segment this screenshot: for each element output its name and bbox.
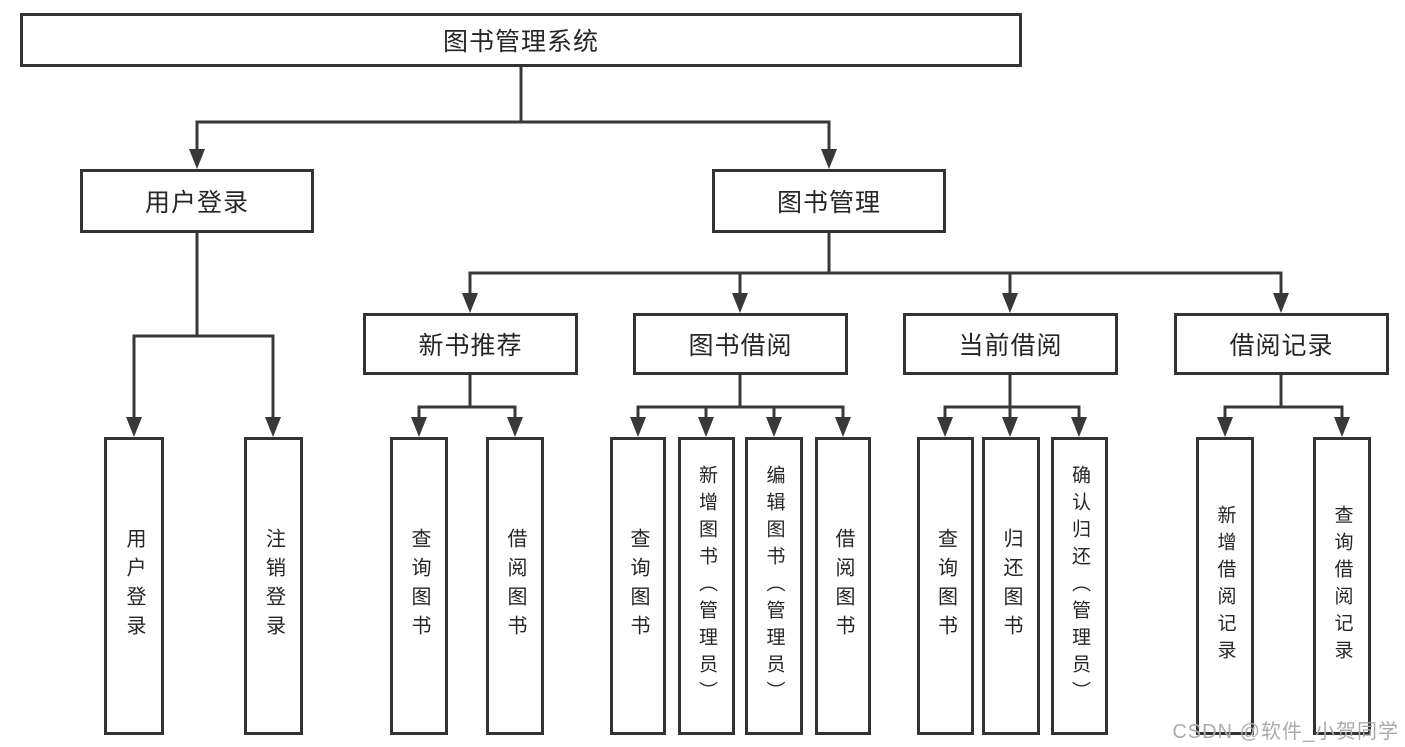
node-book-borrowing-label: 图书借阅 (688, 332, 793, 360)
leaf-borrowing-query-books-label: 查询图书 (627, 528, 649, 644)
leaf-recommend-query-books: 查询图书 (390, 437, 448, 735)
node-user-login: 用户登录 (80, 169, 314, 233)
node-current-borrowing-label: 当前借阅 (958, 332, 1063, 360)
node-library-system: 图书管理系统 (20, 13, 1022, 67)
node-current-borrowing: 当前借阅 (903, 313, 1118, 375)
node-new-book-recommendation-label: 新书推荐 (418, 332, 523, 360)
node-borrowing-records-label: 借阅记录 (1229, 332, 1334, 360)
node-book-borrowing: 图书借阅 (633, 313, 848, 375)
leaf-recommend-borrow-books: 借阅图书 (486, 437, 544, 735)
leaf-records-add-borrow-record-label: 新增借阅记录 (1214, 505, 1236, 667)
leaf-recommend-query-books-label: 查询图书 (408, 528, 430, 644)
node-book-management-label: 图书管理 (776, 189, 881, 217)
leaf-borrowing-borrow-books: 借阅图书 (815, 437, 871, 735)
leaf-records-query-borrow-record: 查询借阅记录 (1313, 437, 1371, 735)
node-borrowing-records: 借阅记录 (1174, 313, 1389, 375)
leaf-logout: 注销登录 (244, 437, 303, 735)
leaf-current-query-books-label: 查询图书 (934, 528, 957, 644)
leaf-current-confirm-return-admin: 确认归还（管理员） (1051, 437, 1108, 735)
csdn-watermark: CSDN @软件_小贺同学 (1172, 721, 1399, 743)
leaf-borrowing-edit-books-admin: 编辑图书（管理员） (745, 437, 803, 735)
leaf-current-return-books-label: 归还图书 (1000, 528, 1022, 644)
leaf-recommend-borrow-books-label: 借阅图书 (504, 528, 526, 644)
node-library-system-label: 图书管理系统 (442, 28, 599, 56)
node-user-login-label: 用户登录 (144, 189, 249, 217)
leaf-borrowing-borrow-books-label: 借阅图书 (832, 528, 854, 644)
leaf-records-query-borrow-record-label: 查询借阅记录 (1331, 505, 1353, 667)
leaf-user-login: 用户登录 (104, 437, 164, 735)
leaf-borrowing-query-books: 查询图书 (610, 437, 666, 735)
leaf-user-login-label: 用户登录 (123, 528, 145, 644)
leaf-current-return-books: 归还图书 (982, 437, 1040, 735)
leaf-borrowing-edit-books-admin-label: 编辑图书（管理员） (763, 464, 785, 708)
leaf-current-query-books: 查询图书 (917, 437, 974, 735)
node-book-management: 图书管理 (712, 169, 946, 233)
node-new-book-recommendation: 新书推荐 (363, 313, 578, 375)
leaf-current-confirm-return-admin-label: 确认归还（管理员） (1069, 464, 1090, 708)
leaf-logout-label: 注销登录 (262, 528, 285, 644)
leaf-borrowing-add-books-admin-label: 新增图书（管理员） (696, 464, 717, 708)
leaf-records-add-borrow-record: 新增借阅记录 (1196, 437, 1254, 735)
leaf-borrowing-add-books-admin: 新增图书（管理员） (678, 437, 735, 735)
